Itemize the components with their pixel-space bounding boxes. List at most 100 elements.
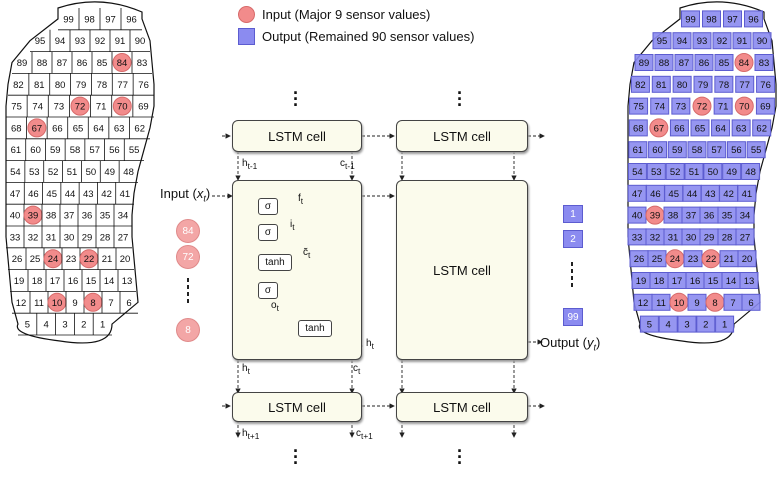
sensor-label: 11 xyxy=(656,298,666,309)
lstm-cell-bottom-1: LSTM cell xyxy=(232,392,362,422)
output-sensor-marker xyxy=(674,54,694,71)
sensor-label: 96 xyxy=(126,14,137,25)
sensor-label: 43 xyxy=(705,189,716,200)
sensor-label: 64 xyxy=(93,123,104,134)
sensor-label: 87 xyxy=(57,58,68,69)
sensor-label: 20 xyxy=(120,254,131,265)
output-sensor-marker xyxy=(692,32,712,50)
ellipsis-col2-bottom: ··· xyxy=(457,441,463,473)
sensor-label: 80 xyxy=(677,80,688,91)
sensor-label: 45 xyxy=(668,189,679,200)
sensor-label: 28 xyxy=(722,232,733,243)
sensor-label: 25 xyxy=(30,254,41,265)
lstm-cell-label: LSTM cell xyxy=(433,128,491,144)
sensor-label: 76 xyxy=(760,80,771,91)
lstm-cell-top-1: LSTM cell xyxy=(232,120,362,152)
output-sensor-marker xyxy=(658,315,678,333)
gate-label: σ xyxy=(264,227,272,238)
sensor-label: 14 xyxy=(726,276,737,287)
sensor-label: 80 xyxy=(55,80,66,91)
output-sensor-marker xyxy=(671,97,691,115)
sensor-label: 70 xyxy=(739,102,750,113)
label-candidate: c̃t xyxy=(303,247,311,260)
output-sensor-marker xyxy=(735,228,755,246)
gate-label: σ xyxy=(264,201,272,212)
output-sensor-marker xyxy=(648,141,668,159)
sensor-label: 37 xyxy=(686,211,697,222)
sensor-label: 92 xyxy=(95,36,106,47)
sensor-label: 99 xyxy=(63,14,74,25)
sensor-label: 38 xyxy=(46,211,57,222)
sensor-label: 20 xyxy=(742,254,753,265)
sensor-label: 54 xyxy=(10,167,21,178)
sensor-label: 45 xyxy=(46,189,57,200)
output-sensor-marker xyxy=(741,293,761,311)
sensor-label: 47 xyxy=(10,189,21,200)
sensor-label: 61 xyxy=(11,145,22,156)
sensor-label: 38 xyxy=(668,211,679,222)
sensor-label: 36 xyxy=(82,211,93,222)
sensor-label: 81 xyxy=(34,80,45,91)
sensor-label: 41 xyxy=(120,189,131,200)
sensor-label: 12 xyxy=(638,298,649,309)
lstm-cell-top-2: LSTM cell xyxy=(396,120,528,152)
label-forget: ft xyxy=(298,193,304,206)
sensor-label: 5 xyxy=(647,320,652,331)
output-sensor-marker xyxy=(741,163,761,180)
sensor-label: 37 xyxy=(64,211,75,222)
output-sensor-marker xyxy=(646,163,666,180)
sensor-label: 14 xyxy=(104,276,115,287)
label-h-next: ht+1 xyxy=(242,428,260,441)
sensor-label: 39 xyxy=(650,211,661,222)
sensor-label: 21 xyxy=(724,254,735,265)
sensor-label: 89 xyxy=(639,58,650,69)
lstm-cell-label: LSTM cell xyxy=(268,399,326,415)
sensor-label: 15 xyxy=(708,276,719,287)
sensor-label: 75 xyxy=(11,102,22,113)
output-sensor-marker xyxy=(702,10,721,28)
input-label: Input (xt) xyxy=(160,186,211,204)
sensor-label: 33 xyxy=(632,232,643,243)
sensor-label: 49 xyxy=(726,167,737,178)
sensor-label: 30 xyxy=(686,232,697,243)
sensor-label: 98 xyxy=(706,14,717,25)
sensor-label: 66 xyxy=(674,123,685,134)
sensor-label: 51 xyxy=(67,167,78,178)
sensor-label: 21 xyxy=(102,254,113,265)
sensor-label: 32 xyxy=(650,232,661,243)
sensor-label: 34 xyxy=(740,211,751,222)
output-sensor-marker xyxy=(737,250,757,268)
sensor-label: 60 xyxy=(30,145,41,156)
output-sensor-marker xyxy=(634,54,654,71)
sensor-label: 28 xyxy=(100,232,111,243)
output-sensor-marker xyxy=(667,141,687,159)
sensor-label: 72 xyxy=(75,102,86,113)
gate-output-sigma: σ xyxy=(258,282,278,299)
sensor-label: 34 xyxy=(118,211,129,222)
legend-output: Output (Remained 90 sensor values) xyxy=(238,28,474,45)
sensor-label: 66 xyxy=(52,123,63,134)
sensor-label: 57 xyxy=(89,145,100,156)
sensor-label: 99 xyxy=(685,14,696,25)
sensor-label: 55 xyxy=(129,145,140,156)
sensor-label: 9 xyxy=(72,298,77,309)
output-sensor-marker xyxy=(694,54,714,71)
sensor-label: 89 xyxy=(17,58,28,69)
label-h-cur: ht xyxy=(242,363,250,376)
sensor-label: 98 xyxy=(84,14,95,25)
sensor-label: 77 xyxy=(117,80,128,91)
sensor-label: 17 xyxy=(50,276,61,287)
sensor-label: 59 xyxy=(672,145,683,156)
label-h-out: ht xyxy=(366,338,374,351)
output-value-2: 2 xyxy=(563,230,583,248)
output-sensor-marker xyxy=(752,32,772,50)
sensor-label: 27 xyxy=(740,232,751,243)
sensor-label: 91 xyxy=(115,36,126,47)
output-sensor-marker xyxy=(654,54,674,71)
output-sensor-marker xyxy=(714,54,734,71)
sensor-label: 35 xyxy=(100,211,111,222)
major-sensor-marker xyxy=(70,96,90,116)
sensor-label: 84 xyxy=(739,58,750,69)
